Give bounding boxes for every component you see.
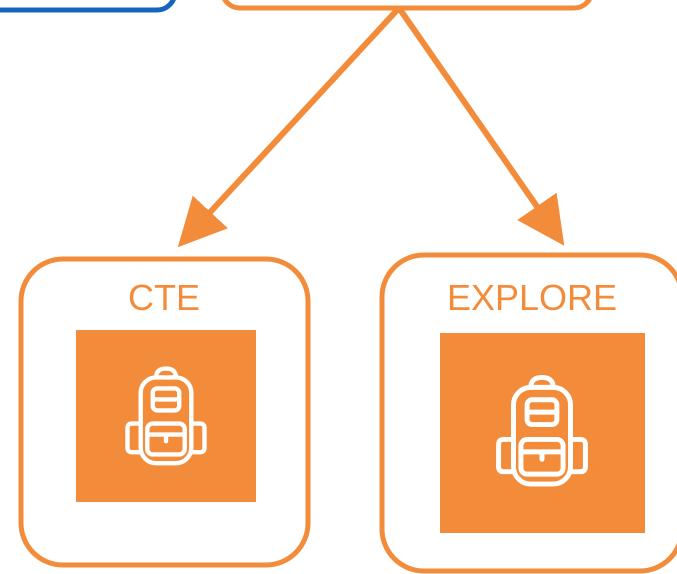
node-cte-icon-tile xyxy=(76,330,256,502)
node-explore-label: EXPLORE xyxy=(447,277,617,318)
connector-arrow-to-explore xyxy=(396,6,565,246)
top-left-node-border xyxy=(0,0,176,13)
node-cte: CTE xyxy=(18,256,311,568)
connector-arrow-to-cte xyxy=(177,5,402,248)
node-explore-icon-tile xyxy=(440,333,645,533)
node-cte-label: CTE xyxy=(128,277,200,318)
top-center-node-border xyxy=(222,0,592,11)
node-explore: EXPLORE xyxy=(379,252,677,574)
